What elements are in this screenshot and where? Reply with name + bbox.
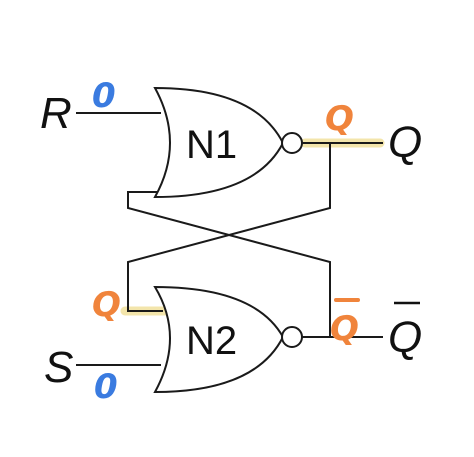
q-bar-label-group: Q (388, 301, 422, 362)
n1-output-annotation: Q (325, 99, 354, 139)
wires (76, 112, 383, 366)
feedback-qbar-to-n1 (127, 191, 331, 338)
n2-inversion-bubble (281, 326, 303, 348)
feedback-q-to-n2 (127, 142, 331, 312)
r-value-annotation: 0 (92, 76, 116, 116)
n2-label: N2 (186, 319, 237, 363)
n1-label: N1 (186, 123, 237, 167)
n2-output-annotation: Q (330, 309, 359, 349)
r-label: R (40, 89, 72, 138)
s-label: S (44, 343, 73, 392)
nor-gate-n1: N1 (153, 86, 303, 199)
n1-inversion-bubble (281, 132, 303, 154)
n2-feedback-annotation: Q (92, 285, 121, 325)
q-bar-label: Q (388, 313, 422, 362)
nor-gate-n2: N2 (153, 285, 303, 394)
q-label: Q (388, 118, 422, 167)
s-value-annotation: 0 (94, 367, 118, 407)
n2-output-annotation-group: Q (330, 298, 360, 349)
